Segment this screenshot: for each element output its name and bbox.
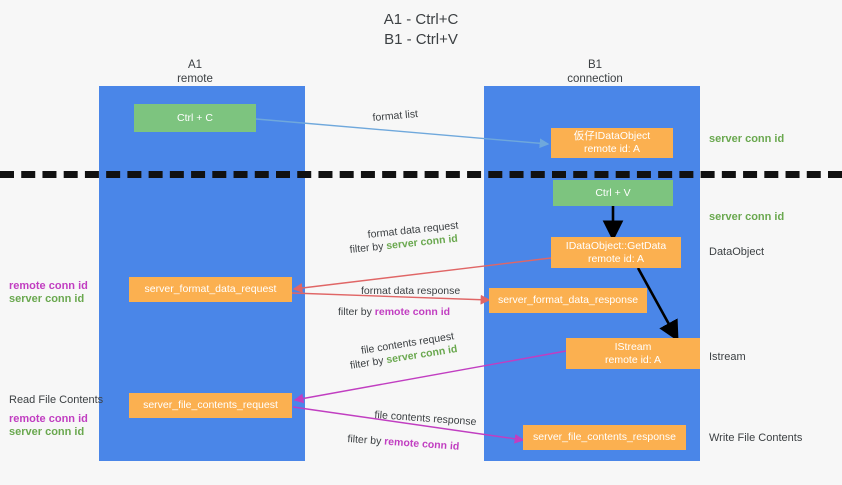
node-ctrl-c[interactable]: Ctrl + C [134,104,256,132]
label-left-read-file-contents: Read File Contents [9,394,104,406]
node-ctrl-v[interactable]: Ctrl + V [553,180,673,206]
node-server-format-data-request[interactable]: server_format_data_request [129,277,292,302]
label-right-istream: Istream [709,351,746,363]
node-server-file-contents-response[interactable]: server_file_contents_response [523,425,686,450]
node-clipboard-dataobject[interactable]: 仮仔IDataObject remote id: A [551,128,673,158]
node-idataobject-getdata[interactable]: IDataObject::GetData remote id: A [551,237,681,268]
annotation-file-contents-response: file contents response [374,408,477,429]
annotation-format-data-response: format data response [361,285,461,297]
annotation-file-contents-response-filter: filter by remote conn id [347,432,460,455]
label-right-dataobject: DataObject [709,246,765,258]
filter-prefix: filter by [349,240,387,256]
page-title: A1 - Ctrl+C B1 - Ctrl+V [383,11,459,48]
lane-header-b1: B1 connection [567,59,623,85]
node-istream[interactable]: IStream remote id: A [566,338,700,369]
label-left-remote-conn-id-2: remote conn id [9,413,88,425]
label-right-server-conn-id-mid: server conn id [709,211,785,223]
label-left-server-conn-id-2: server conn id [9,426,85,438]
label-left-server-conn-id-1: server conn id [9,293,85,305]
node-server-file-contents-request[interactable]: server_file_contents_request [129,393,292,418]
label-right-server-conn-id-top: server conn id [709,133,785,145]
filter-value-remote-conn-id: remote conn id [374,306,451,318]
node-server-format-data-response[interactable]: server_format_data_response [489,288,647,313]
lane-header-a1: A1 remote [177,59,213,85]
filter-prefix: filter by [349,354,388,372]
annotation-format-list: format list [372,108,419,124]
label-left-remote-conn-id-1: remote conn id [9,280,88,292]
label-right-write-file-contents: Write File Contents [709,432,803,444]
annotation-format-data-response-filter: filter by remote conn id [338,305,450,320]
filter-prefix: filter by [338,306,375,318]
boundary-dashed-line [0,171,842,178]
filter-prefix: filter by [347,432,385,448]
filter-value-remote-conn-id: remote conn id [383,435,460,453]
